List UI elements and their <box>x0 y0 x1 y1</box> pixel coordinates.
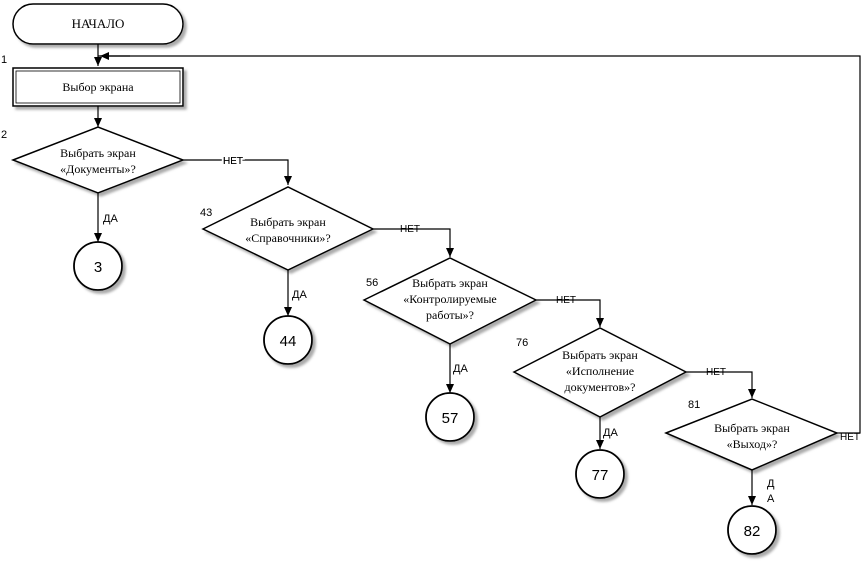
decision-text-line: Выбрать экран <box>60 146 136 160</box>
no-label: НЕТ <box>840 432 860 443</box>
no-label: НЕТ <box>706 367 726 378</box>
connector-3: 3 <box>73 241 123 291</box>
no-branch-arrow <box>373 228 454 257</box>
process-select-screen: 1 Выбор экрана <box>1 54 184 107</box>
connector-57: 57 <box>425 392 475 442</box>
decision-text-line: «Исполнение <box>566 364 634 378</box>
connector-82: 82 <box>727 505 777 555</box>
decision-controlled-works: 56 Выбрать экран «Контролируемые работы»… <box>362 257 538 345</box>
decision-text-line: «Контролируемые <box>403 292 496 306</box>
decision-text-line: Выбрать экран <box>562 348 638 362</box>
connector-label: 44 <box>280 333 297 350</box>
decision-text-line: «Справочники»? <box>245 231 330 245</box>
decision-number: 81 <box>688 399 700 411</box>
connector-44: 44 <box>263 315 313 365</box>
yes-label-part: Д <box>767 478 775 490</box>
decision-text-line: «Документы»? <box>60 162 136 176</box>
connector-77: 77 <box>575 449 625 499</box>
connector-label: 57 <box>442 410 459 427</box>
decision-exit: 81 Выбрать экран «Выход»? <box>664 398 839 471</box>
no-label: НЕТ <box>223 156 243 167</box>
decision-number: 43 <box>200 207 212 219</box>
no-branch-arrow <box>183 159 292 185</box>
process-number: 1 <box>1 54 7 66</box>
yes-label: ДА <box>292 289 307 301</box>
decision-text-line: Выбрать экран <box>250 215 326 229</box>
decision-number: 56 <box>366 277 378 289</box>
decision-references: 43 Выбрать экран «Справочники»? <box>200 186 375 271</box>
yes-label: ДА <box>453 363 468 375</box>
no-branch-arrow <box>536 299 604 327</box>
decision-text-line: «Выход»? <box>727 437 778 451</box>
connector-label: 3 <box>94 259 102 276</box>
yes-label: ДА <box>603 427 618 439</box>
decision-document-execution: 76 Выбрать экран «Исполнение документов»… <box>512 327 688 418</box>
decision-text-line: Выбрать экран <box>412 276 488 290</box>
no-branch-arrow <box>686 371 756 398</box>
loop-back-line <box>98 55 861 434</box>
decision-number: 76 <box>516 337 528 349</box>
decision-text-line: документов»? <box>564 380 635 394</box>
decision-text-line: работы»? <box>426 308 474 322</box>
process-label: Выбор экрана <box>62 80 134 94</box>
connector-label: 82 <box>744 523 761 540</box>
no-label: НЕТ <box>400 224 420 235</box>
yes-label: ДА <box>103 213 118 225</box>
decision-text-line: Выбрать экран <box>714 421 790 435</box>
no-label: НЕТ <box>223 156 243 167</box>
start-label: НАЧАЛО <box>72 16 125 31</box>
no-label: НЕТ <box>556 295 576 306</box>
decision-number: 2 <box>1 129 7 141</box>
decision-documents: 2 Выбрать экран «Документы»? <box>1 126 186 194</box>
start-terminal: НАЧАЛО <box>12 3 184 45</box>
yes-label-part: А <box>767 493 775 505</box>
connector-label: 77 <box>592 467 609 484</box>
